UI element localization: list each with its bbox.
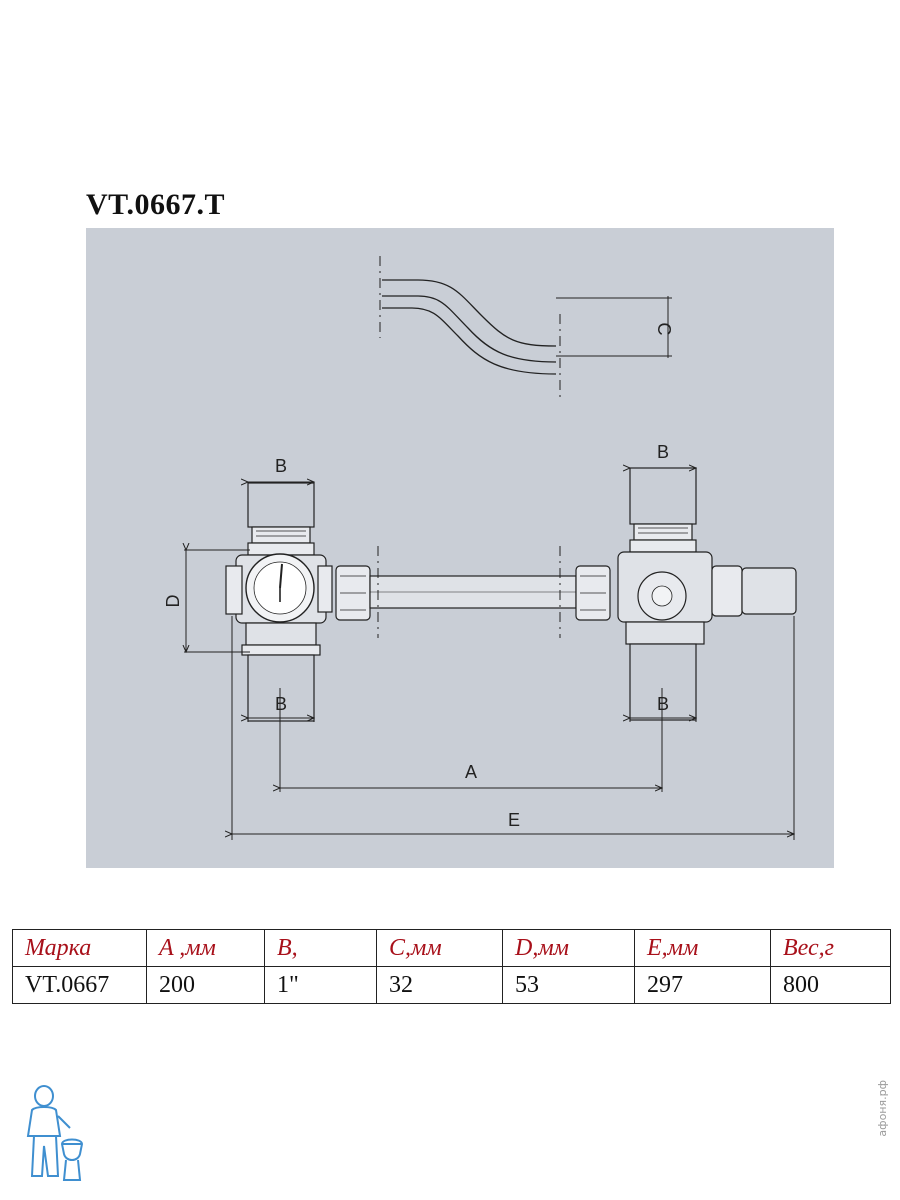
- dimension-label-e: E: [508, 810, 520, 830]
- technical-drawing: C: [86, 228, 834, 868]
- table-cell: VT.0667: [12, 966, 147, 1004]
- table-cell: 53: [502, 966, 635, 1004]
- front-view: [225, 467, 797, 722]
- dimension-label-c: C: [654, 323, 674, 336]
- dimension-label-b-top-right: B: [657, 442, 669, 462]
- header-cell: E,мм: [634, 929, 771, 967]
- header-cell: C,мм: [376, 929, 503, 967]
- spec-table: Марка A ,мм B, C,мм D,мм E,мм Вес,г VT.0…: [12, 929, 891, 1004]
- dimension-label-a: A: [465, 762, 477, 782]
- watermark: афоня.рф: [876, 1080, 889, 1137]
- header-cell: B,: [264, 929, 377, 967]
- table-cell: 200: [146, 966, 265, 1004]
- table-row: VT.0667 200 1" 32 53 297 800: [12, 966, 891, 1004]
- header-cell: Вес,г: [770, 929, 891, 967]
- top-view: [379, 256, 672, 400]
- dimension-label-d: D: [163, 595, 183, 608]
- table-cell: 32: [376, 966, 503, 1004]
- table-header-row: Марка A ,мм B, C,мм D,мм E,мм Вес,г: [12, 929, 891, 967]
- page-title: VT.0667.T: [86, 188, 225, 221]
- header-cell: D,мм: [502, 929, 635, 967]
- dimension-lines: [184, 468, 794, 840]
- table-cell: 1": [264, 966, 377, 1004]
- table-cell: 800: [770, 966, 891, 1004]
- header-cell: A ,мм: [146, 929, 265, 967]
- table-cell: 297: [634, 966, 771, 1004]
- plumber-logo-icon: [26, 1085, 84, 1181]
- dimension-label-b-bottom-right: B: [657, 694, 669, 714]
- header-cell: Марка: [12, 929, 147, 967]
- dimension-label-b-top-left: B: [275, 456, 287, 476]
- dimension-label-b-bottom-left: B: [275, 694, 287, 714]
